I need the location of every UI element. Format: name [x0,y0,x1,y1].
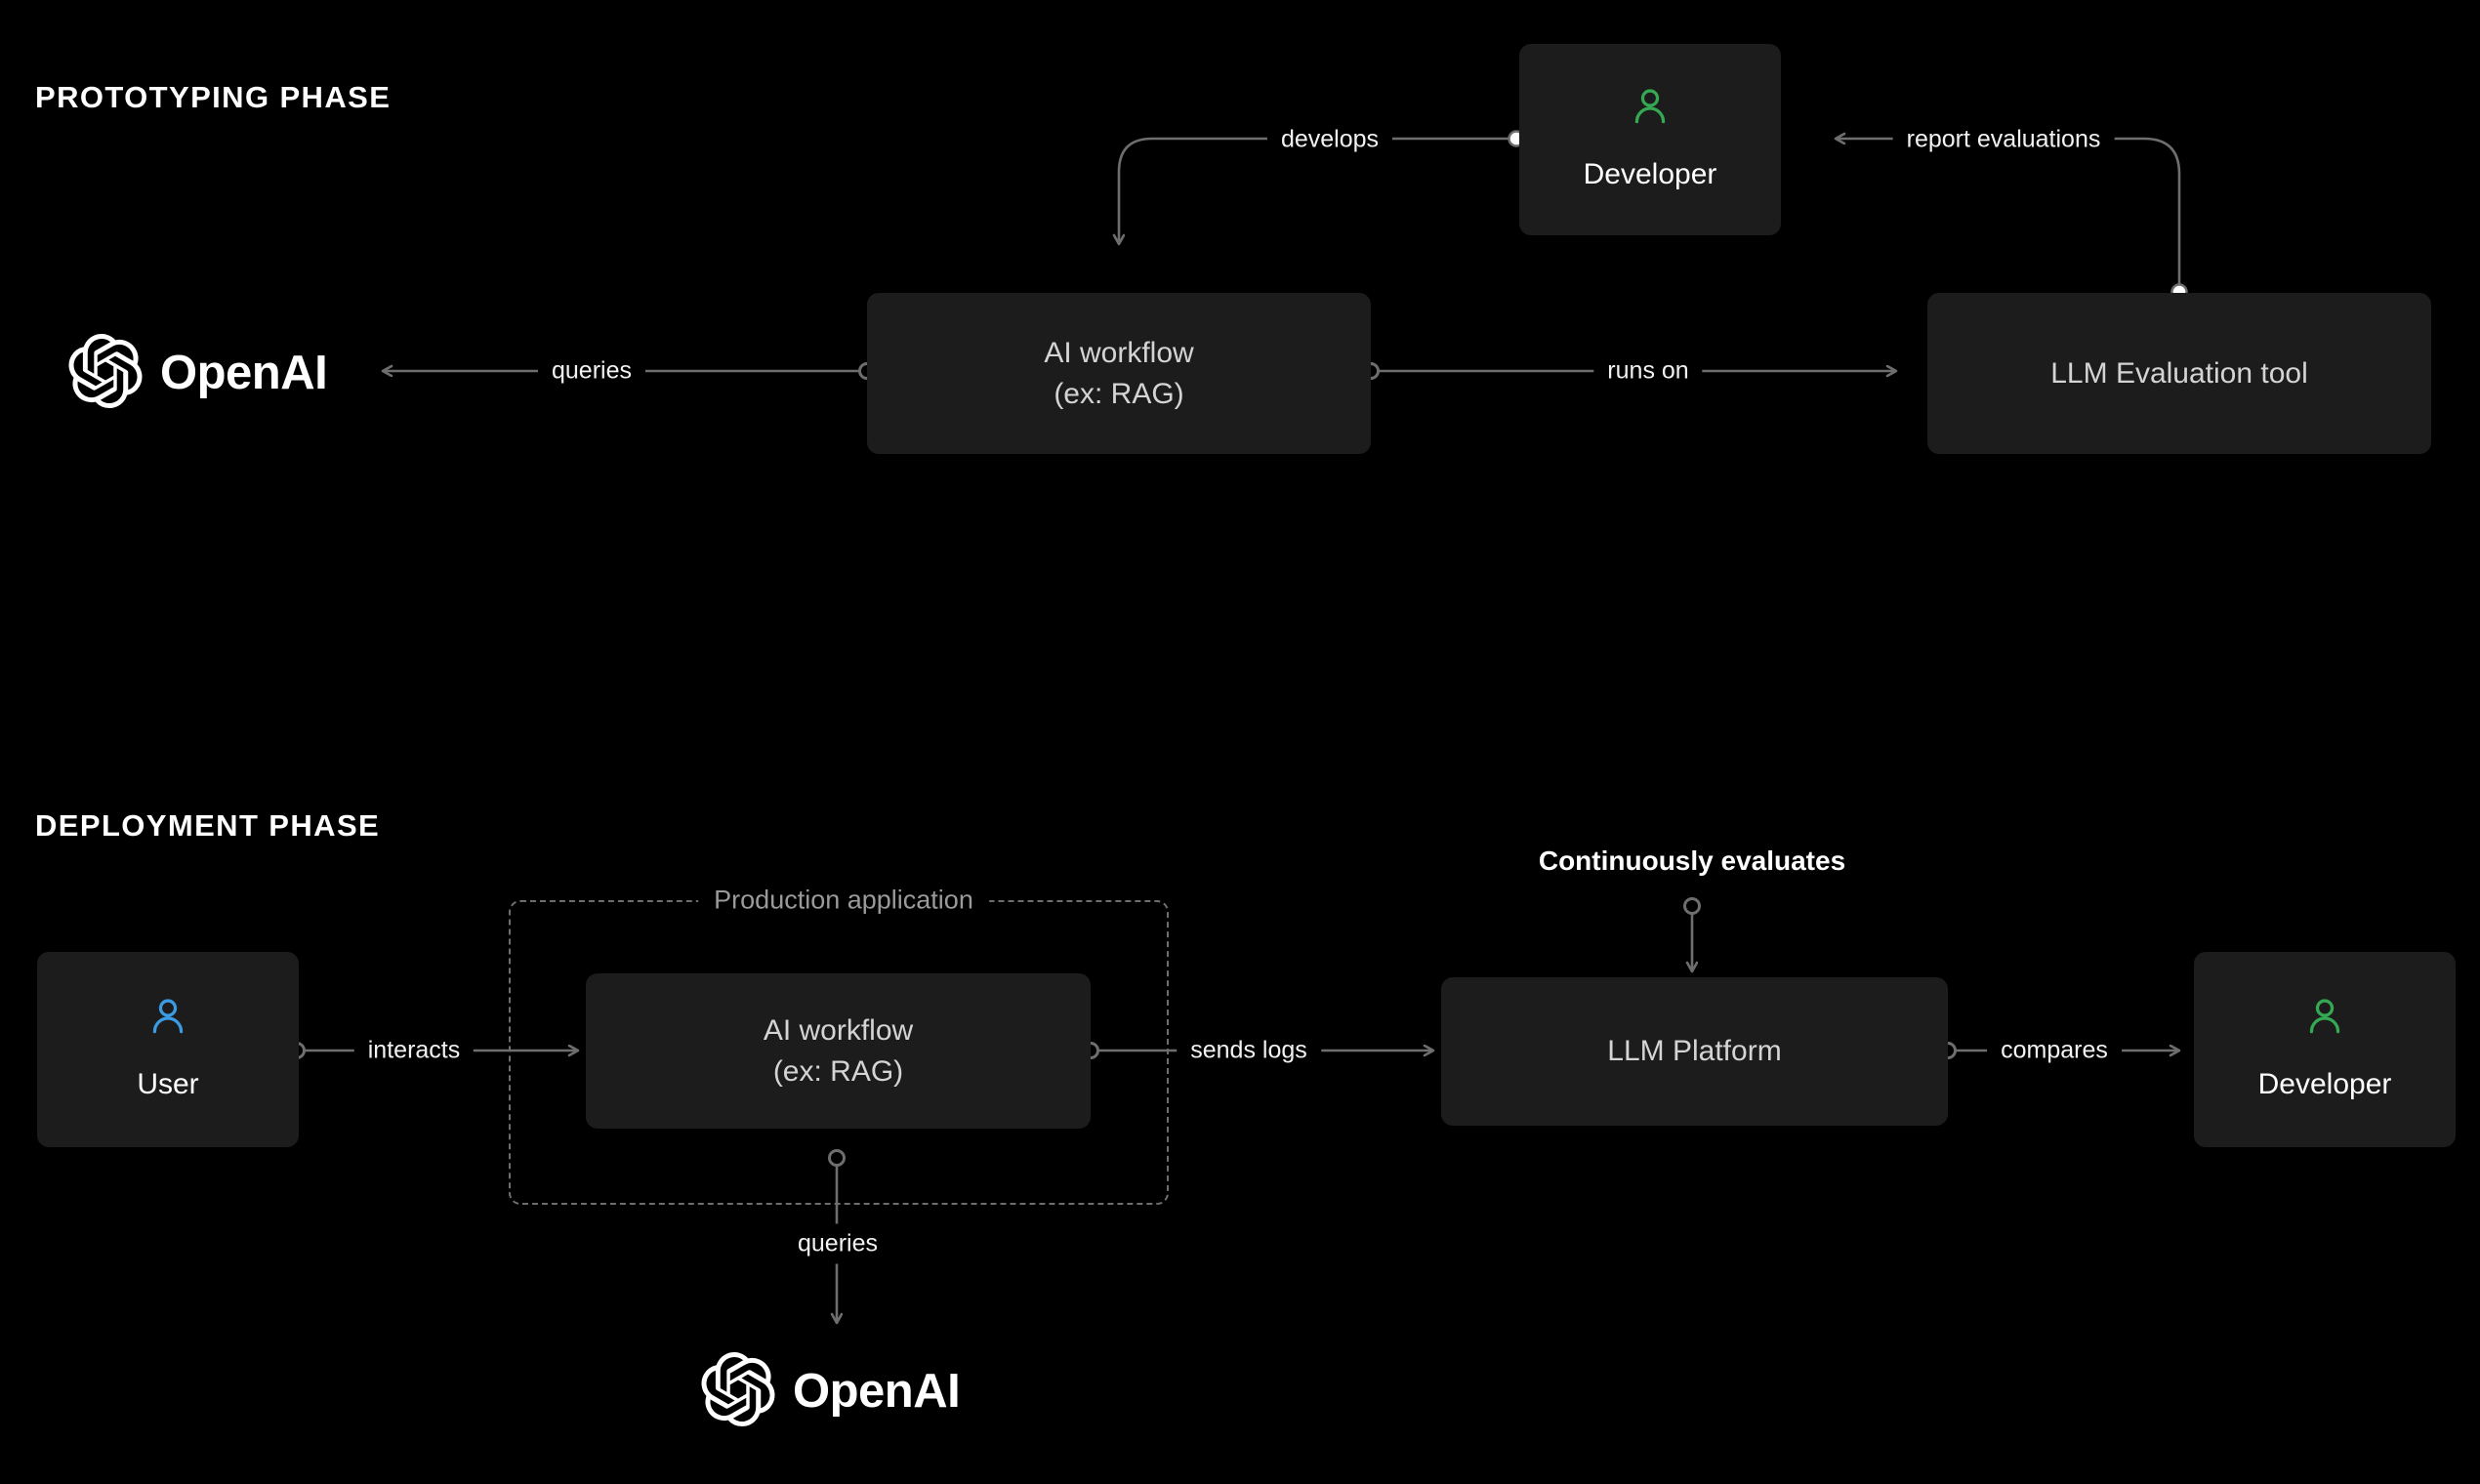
node-user-label: User [137,1067,199,1100]
openai-brand-prototyping: OpenAI [68,334,328,413]
node-ai-workflow-prototyping-label: AI workflow (ex: RAG) [1044,337,1194,410]
node-llm-evaluation-tool[interactable]: LLM Evaluation tool [1927,293,2431,454]
edge-label-proto-develops: develops [1266,119,1393,160]
edge-label-proto-queries: queries [538,350,645,392]
node-llm-evaluation-tool-label: LLM Evaluation tool [2050,356,2308,390]
openai-logo-icon [701,1352,775,1431]
node-ai-workflow-prototyping[interactable]: AI workflow (ex: RAG) [867,293,1371,454]
node-developer-prototyping[interactable]: Developer [1519,44,1781,235]
edge-label-deploy-compares: compares [1987,1030,2122,1071]
openai-brand-label: OpenAI [793,1365,961,1418]
person-icon [2303,995,2346,1043]
edge-label-deploy-interacts: interacts [353,1030,475,1071]
edge-proto-report-evaluations [1836,139,2188,301]
node-developer-deployment[interactable]: Developer [2194,952,2456,1147]
node-ai-workflow-deployment[interactable]: AI workflow (ex: RAG) [586,973,1091,1129]
edge-deploy-continuously-evaluates [1683,897,1701,972]
openai-brand-deployment: OpenAI [701,1352,961,1431]
person-icon [1629,85,1672,133]
node-user[interactable]: User [37,952,299,1147]
node-developer-deployment-label: Developer [2257,1067,2392,1100]
group-production-application-label: Production application [698,886,989,914]
node-ai-workflow-deployment-label: AI workflow (ex: RAG) [763,1014,914,1088]
openai-brand-label: OpenAI [160,347,328,399]
edge-label-deploy-queries: queries [784,1223,891,1264]
node-developer-prototyping-label: Developer [1583,157,1717,190]
edge-label-proto-report-evaluations: report evaluations [1892,119,2115,160]
openai-logo-icon [68,334,143,413]
person-icon [146,995,189,1043]
edge-label-deploy-continuously-evaluates: Continuously evaluates [1538,845,1846,876]
edge-label-proto-runs-on: runs on [1593,350,1703,392]
node-llm-platform-label: LLM Platform [1607,1035,1782,1068]
phase-title-deployment: DEPLOYMENT PHASE [35,808,381,843]
node-llm-platform[interactable]: LLM Platform [1441,977,1948,1126]
phase-title-prototyping: PROTOTYPING PHASE [35,80,392,114]
edge-label-deploy-sends-logs: sends logs [1177,1030,1321,1071]
